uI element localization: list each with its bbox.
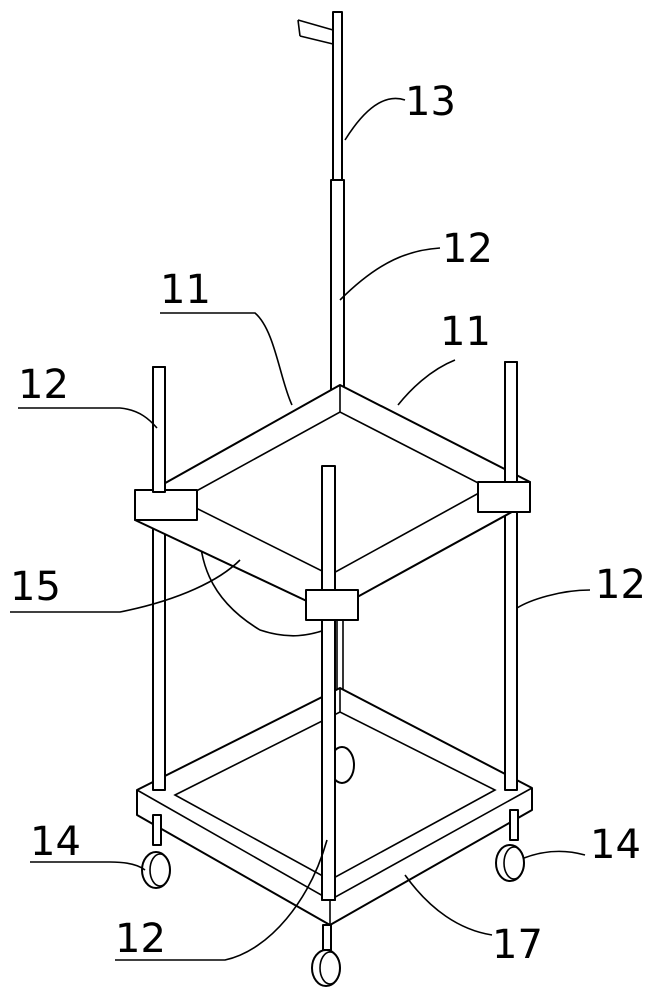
top-frame [134,361,531,901]
label-12-front: 12 [115,916,166,962]
label-11-left: 11 [160,267,211,313]
label-15: 15 [10,564,61,610]
wheels [141,746,525,987]
label-13: 13 [405,79,456,125]
label-12-pole: 12 [442,226,493,272]
label-14-left: 14 [30,819,81,865]
label-12-right: 12 [595,562,646,608]
label-17: 17 [492,922,543,968]
reference-labels: 13 12 11 11 12 15 12 14 14 12 17 [10,79,646,968]
leader-lines [10,97,591,961]
label-11-right: 11 [440,309,491,355]
label-14-right: 14 [590,822,641,868]
label-12-left: 12 [18,362,69,408]
